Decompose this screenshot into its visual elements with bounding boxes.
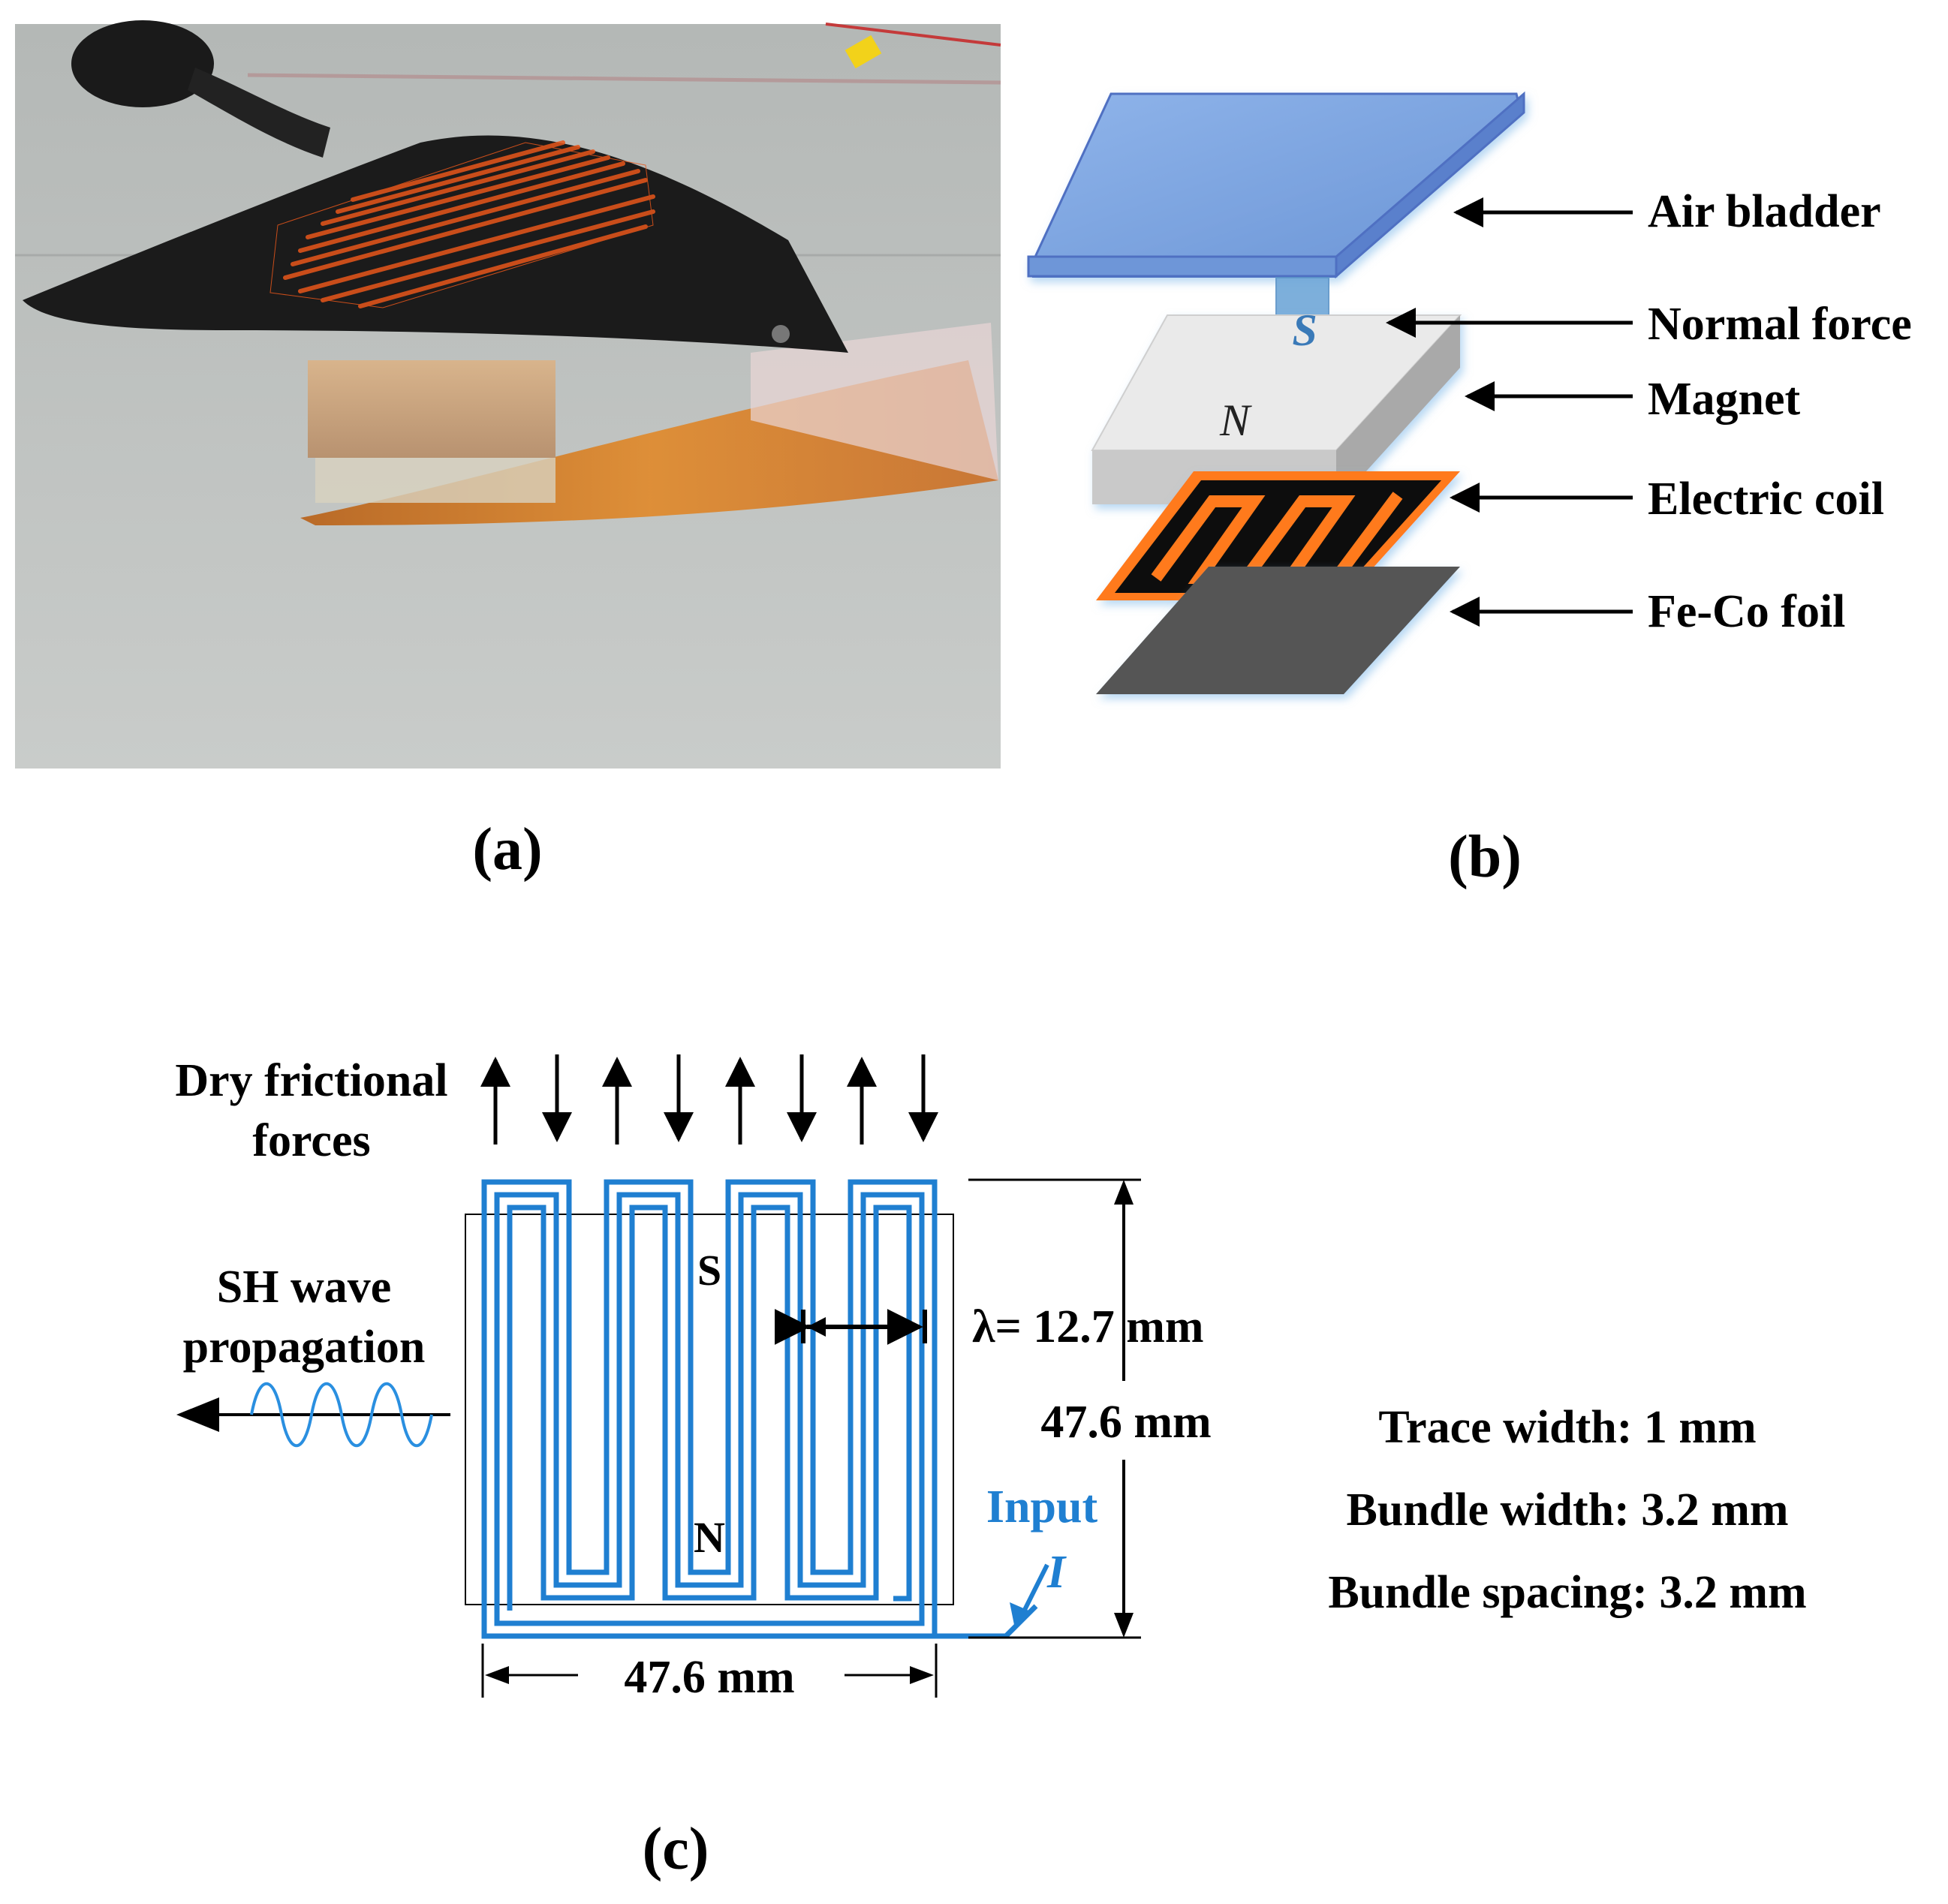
pole-s-label: S <box>1292 305 1317 355</box>
friction-label-line1: Dry frictional <box>175 1055 447 1106</box>
label-normal-force: Normal force <box>1648 299 1912 350</box>
width-arrow-right <box>910 1666 934 1684</box>
wave-label-line2: propagation <box>183 1322 426 1373</box>
yellow-tape <box>845 35 882 69</box>
coil-pole-s: S <box>697 1246 721 1295</box>
current-label: I <box>1046 1547 1067 1598</box>
input-arrow <box>1019 1563 1049 1619</box>
magnet-glass <box>315 458 555 503</box>
spec-bundle-width: Bundle width: 3.2 mm <box>1346 1484 1788 1536</box>
caption-b: (b) <box>1448 824 1522 890</box>
height-arrow-bottom <box>1114 1613 1134 1638</box>
fe-co-foil-layer <box>1096 567 1460 694</box>
photo-panel <box>15 20 1001 769</box>
spec-bundle-spacing: Bundle spacing: 3.2 mm <box>1328 1567 1806 1618</box>
caption-a: (a) <box>472 817 542 883</box>
cork-block <box>308 360 555 458</box>
height-label: 47.6 mm <box>1040 1397 1211 1448</box>
coil-trace-inner <box>507 1205 912 1611</box>
friction-label-line2: forces <box>252 1115 370 1166</box>
grommet <box>772 325 790 343</box>
height-arrow-top <box>1114 1180 1134 1205</box>
pump-hose <box>188 68 330 158</box>
coil-specs: Trace width: 1 mm Bundle width: 3.2 mm B… <box>1328 1402 1806 1618</box>
wavelength-label: λ= 12.7 mm <box>972 1301 1204 1352</box>
wavelength-arrow-left <box>807 1317 826 1337</box>
pole-n-label: N <box>1219 396 1252 445</box>
floor-line <box>247 73 1001 85</box>
red-cable <box>825 23 1001 47</box>
input-arrow-head <box>1010 1602 1032 1629</box>
layer-diagram: S N <box>1027 91 1525 694</box>
wave-label-line1: SH wave <box>217 1262 392 1313</box>
layer-labels: Air bladder Normal force Magnet Electric… <box>1648 186 1912 637</box>
printed-warning-text <box>269 140 655 308</box>
air-bladder-layer <box>1027 91 1525 279</box>
label-electric-coil: Electric coil <box>1648 474 1884 525</box>
caption-c: (c) <box>643 1816 709 1882</box>
spec-trace-width: Trace width: 1 mm <box>1378 1402 1756 1453</box>
coil-pole-n: N <box>694 1513 725 1562</box>
label-fe-co-foil: Fe-Co foil <box>1648 586 1845 637</box>
coil-trace-outer <box>481 1179 938 1639</box>
label-air-bladder: Air bladder <box>1648 186 1881 237</box>
sh-wave-sinusoid <box>250 1382 433 1448</box>
input-label: Input <box>986 1481 1098 1533</box>
magnet-outline <box>465 1214 954 1605</box>
layer-pointers <box>1386 197 1633 627</box>
pump-bulb <box>71 20 214 107</box>
air-bladder-photo <box>23 135 848 353</box>
friction-arrows <box>480 1054 938 1145</box>
height-dimension <box>968 1178 1141 1639</box>
plastic-bag <box>751 323 998 480</box>
friction-label: Dry frictional forces <box>175 1055 447 1166</box>
width-arrow-left <box>485 1666 509 1684</box>
label-magnet: Magnet <box>1648 374 1801 425</box>
wave-label: SH wave propagation <box>183 1262 426 1373</box>
wave-direction-arrowhead <box>176 1397 219 1432</box>
width-label: 47.6 mm <box>624 1652 794 1703</box>
coil-trace-middle <box>494 1192 925 1626</box>
